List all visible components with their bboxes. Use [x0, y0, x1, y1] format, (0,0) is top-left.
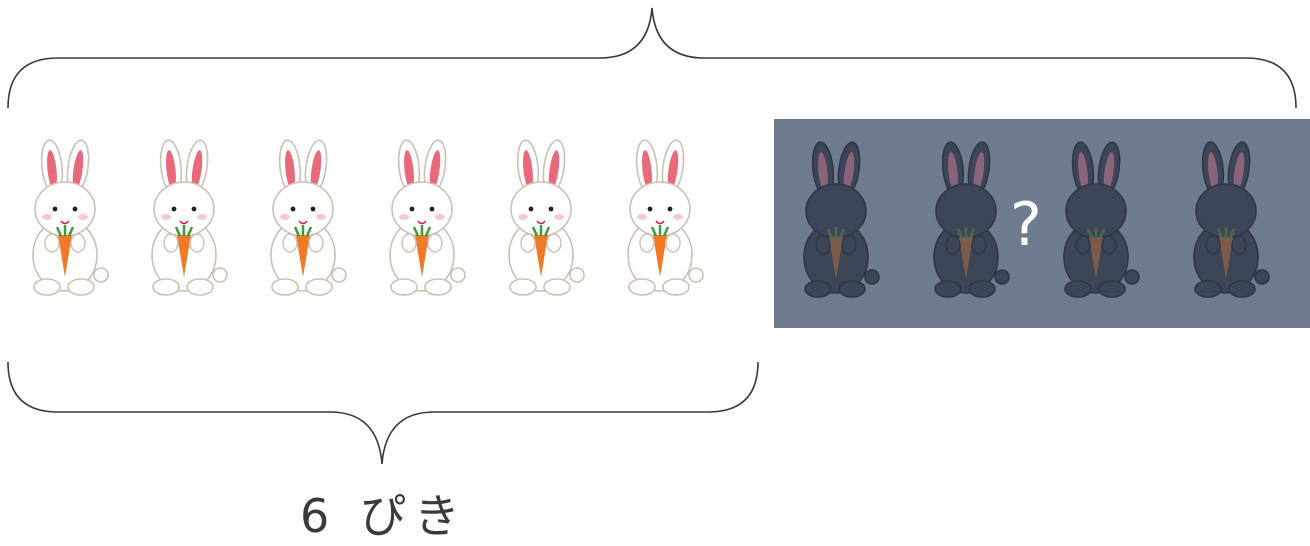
unknown-count-mark: ?	[1010, 190, 1042, 260]
white-rabbit-icon	[508, 139, 585, 296]
dark-rabbit-icon	[1193, 141, 1270, 298]
white-rabbit-icon	[151, 139, 228, 296]
white-rabbit-icon	[389, 139, 466, 296]
white-rabbit-icon	[32, 139, 109, 296]
bottom-brace	[7, 361, 759, 465]
white-rabbit-icon	[270, 139, 347, 296]
visible-count-label: 6 ぴき	[300, 489, 468, 543]
white-rabbit-icon	[627, 139, 704, 296]
hidden-rabbit-group	[803, 141, 1270, 298]
visible-rabbit-group	[32, 139, 704, 296]
hidden-rabbits-panel	[774, 119, 1310, 328]
dark-rabbit-icon	[933, 141, 1010, 298]
dark-rabbit-icon	[1063, 141, 1140, 298]
dark-rabbit-icon	[803, 141, 880, 298]
top-brace	[7, 7, 1297, 109]
